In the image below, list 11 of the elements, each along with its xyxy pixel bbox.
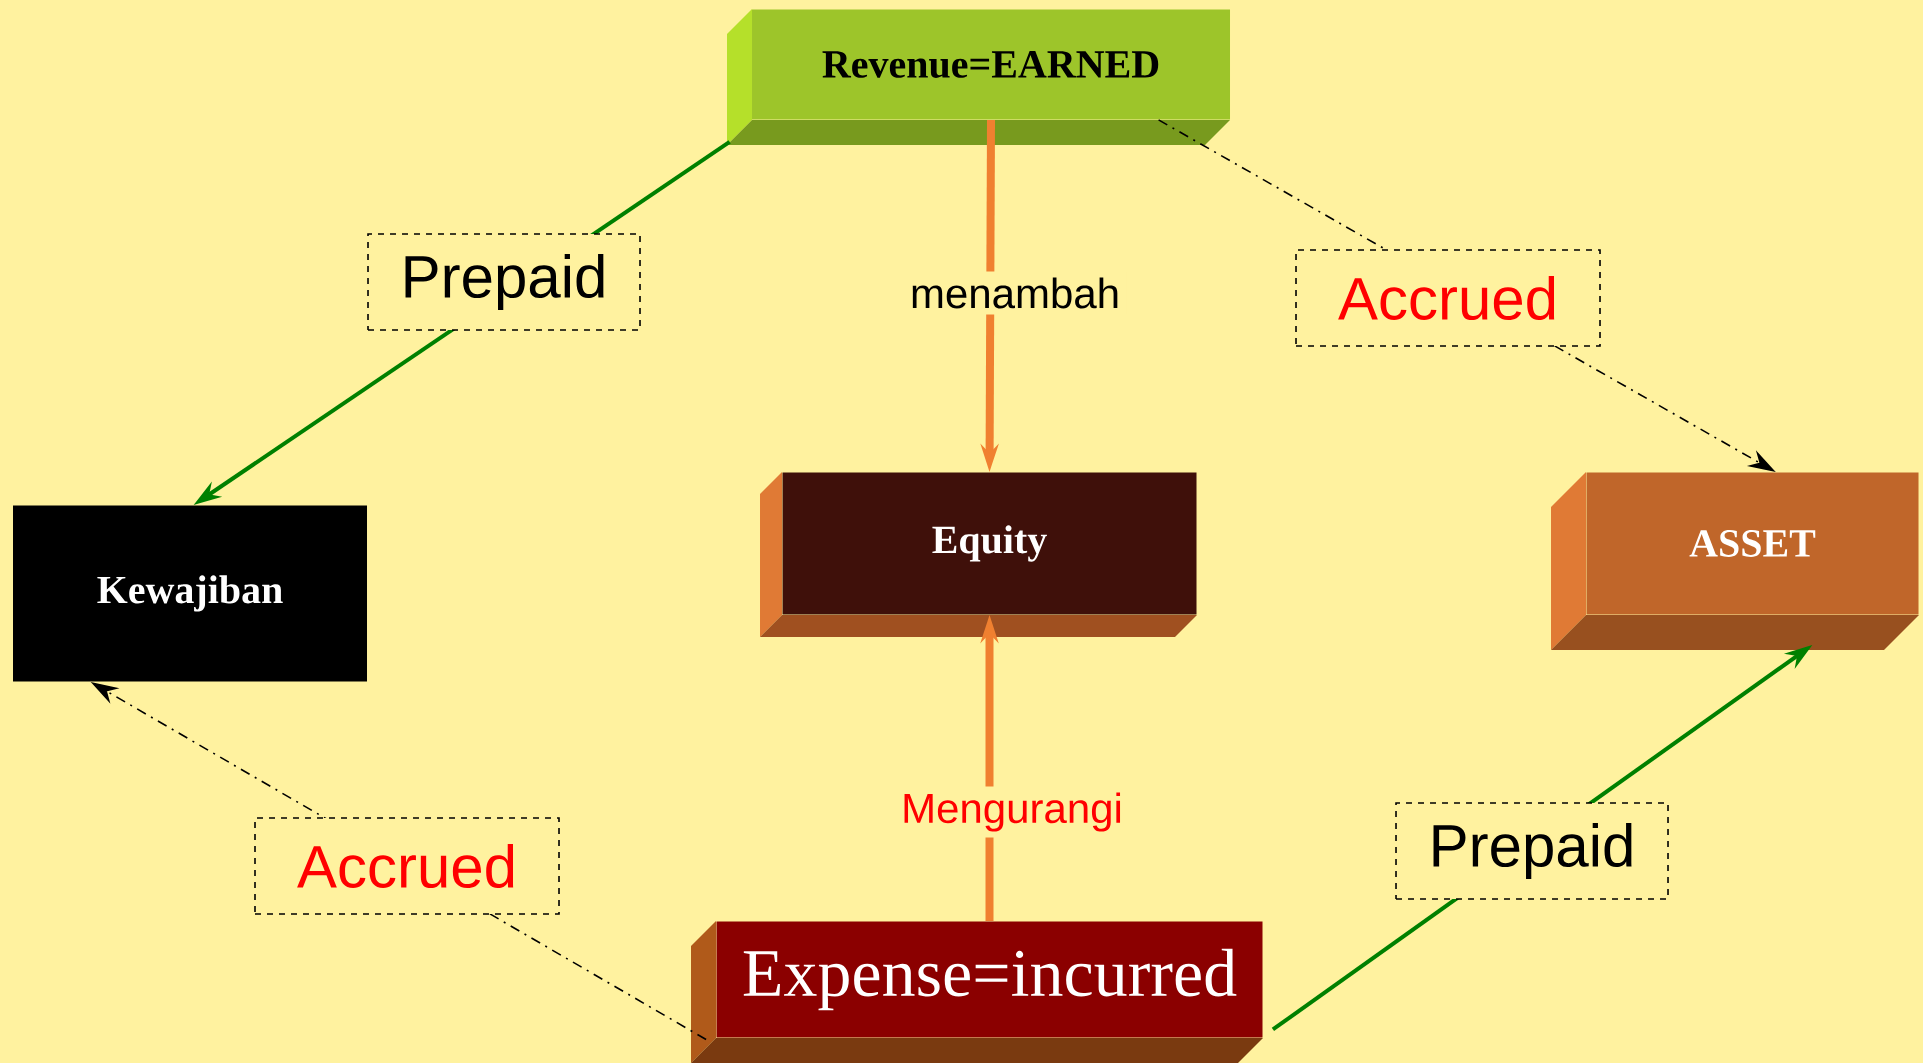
process-box: Revenue=EARNED bbox=[727, 9, 1230, 145]
edge-label: Mengurangi bbox=[895, 786, 1129, 838]
process-box: ASSET bbox=[1551, 472, 1919, 650]
process-box: Equity bbox=[760, 472, 1197, 637]
edge-label: menambah bbox=[903, 271, 1127, 315]
edge-label: Accrued bbox=[1295, 249, 1601, 347]
process-box: Kewajiban bbox=[13, 505, 367, 682]
edge-label: Prepaid bbox=[367, 233, 641, 331]
edge-label: Accrued bbox=[254, 817, 560, 915]
edge-label: Prepaid bbox=[1395, 802, 1669, 900]
process-box: Expense=incurred bbox=[691, 921, 1263, 1063]
